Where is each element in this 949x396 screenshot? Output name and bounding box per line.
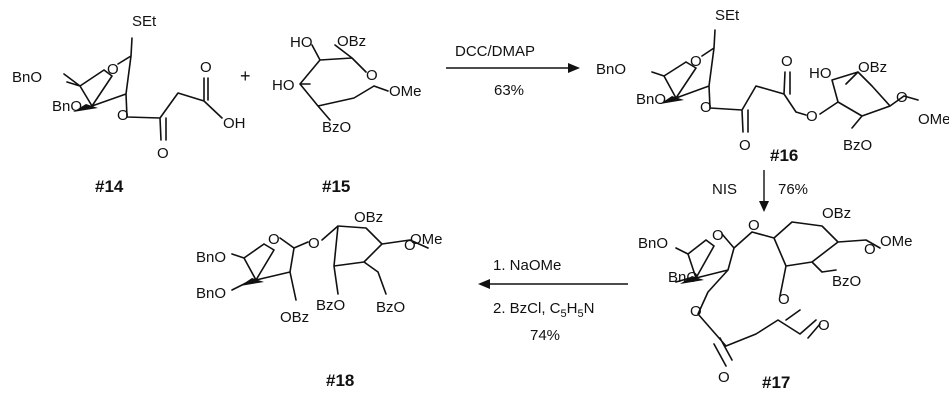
c14-ester-o: O <box>117 107 129 124</box>
c18-ring-o2: O <box>404 237 416 254</box>
c15-ome: OMe <box>389 83 422 100</box>
c14-ring-o: O <box>107 61 119 78</box>
c15-obz: OBz <box>337 33 366 50</box>
c17-bno1: BnO <box>638 235 668 252</box>
c15-ring-bonds <box>299 44 389 121</box>
c15-label: #15 <box>322 177 350 196</box>
c14-ring-bonds <box>63 37 223 141</box>
c14-label: #14 <box>95 177 124 196</box>
c17-ring-o: O <box>712 227 724 244</box>
step2-arrowhead <box>759 201 769 212</box>
step3-reagent2: 2. BzCl, C5H5N <box>493 300 594 320</box>
compound-17: BnO BnO O O OBz O OMe O BzO O O O #17 <box>638 205 913 392</box>
c14-set: SEt <box>132 13 157 30</box>
plus-sign: + <box>240 66 251 86</box>
c14-bno1: BnO <box>12 69 42 86</box>
c18-bzo2: BzO <box>376 299 405 316</box>
step3-arrowhead <box>478 279 490 289</box>
c16-carbonyl-o1: O <box>739 137 751 154</box>
c14-bno2: BnO <box>52 98 82 115</box>
c15-ho2: HO <box>272 77 295 94</box>
c18-ring-o: O <box>268 231 280 248</box>
c16-bonds <box>651 29 919 133</box>
c16-bno1: BnO <box>596 61 626 78</box>
c16-bzo: BzO <box>843 137 872 154</box>
step2-reagent: NIS <box>712 181 737 198</box>
step2-yield: 76% <box>778 181 808 198</box>
c17-bzo: BzO <box>832 273 861 290</box>
c17-wedge <box>680 276 704 284</box>
c16-ho: HO <box>809 65 832 82</box>
compound-16: SEt BnO BnO O O O O O HO OBz O OMe BzO #… <box>596 7 949 165</box>
c16-ester-o2: O <box>806 108 818 125</box>
c17-ring-o2: O <box>864 241 876 258</box>
c18-wedge <box>240 278 264 286</box>
c16-ome: OMe <box>918 111 949 128</box>
c18-link-o: O <box>308 235 320 252</box>
c17-label: #17 <box>762 373 790 392</box>
c15-ho1: HO <box>290 34 313 51</box>
c15-ring-o: O <box>366 67 378 84</box>
c17-obz: OBz <box>822 205 851 222</box>
c17-carbonyl-o2: O <box>818 317 830 334</box>
c16-carbonyl-o2: O <box>781 53 793 70</box>
c16-ester-o1: O <box>700 99 712 116</box>
c17-carbonyl-o1: O <box>718 369 730 386</box>
c15-bzo: BzO <box>322 119 351 136</box>
c16-bno2: BnO <box>636 91 666 108</box>
c18-bno2: BnO <box>196 285 226 302</box>
c18-ome: OMe <box>410 231 443 248</box>
c17-ester-o2: O <box>778 291 790 308</box>
c14-acid-o: O <box>200 59 212 76</box>
c18-obz1: OBz <box>280 309 309 326</box>
c14-carbonyl-o: O <box>157 145 169 162</box>
c18-bonds <box>231 225 429 301</box>
c16-label: #16 <box>770 146 798 165</box>
step1-yield: 63% <box>494 82 524 99</box>
step1-arrowhead <box>568 63 580 73</box>
c17-ester-o1: O <box>690 303 702 320</box>
step2: NIS 76% <box>712 170 808 212</box>
c18-bzo1: BzO <box>316 297 345 314</box>
c16-set: SEt <box>715 7 740 24</box>
c18-label: #18 <box>326 371 354 390</box>
c17-link-o: O <box>748 217 760 234</box>
compound-18: BnO BnO O OBz O OBz O OMe BzO BzO #18 <box>196 209 443 390</box>
c17-ome: OMe <box>880 233 913 250</box>
c18-bno1: BnO <box>196 249 226 266</box>
c18-obz2: OBz <box>354 209 383 226</box>
step3-yield: 74% <box>530 327 560 344</box>
c16-ring-o2: O <box>896 89 908 106</box>
c14-wedge <box>73 104 98 112</box>
step1: DCC/DMAP 63% <box>446 43 580 99</box>
c14-oh: OH <box>223 115 246 132</box>
compound-15: HO OBz HO O OMe BzO #15 <box>272 33 422 196</box>
compound-14: SEt BnO BnO O O O O OH #14 <box>12 13 246 196</box>
step3-reagent1: 1. NaOMe <box>493 257 561 274</box>
c16-ring-o: O <box>690 53 702 70</box>
step1-reagent: DCC/DMAP <box>455 43 535 60</box>
step3: 1. NaOMe 2. BzCl, C5H5N 74% <box>478 257 628 344</box>
c17-bno2: BnO <box>668 269 698 286</box>
c16-obz: OBz <box>858 59 887 76</box>
c16-wedge <box>660 96 684 104</box>
